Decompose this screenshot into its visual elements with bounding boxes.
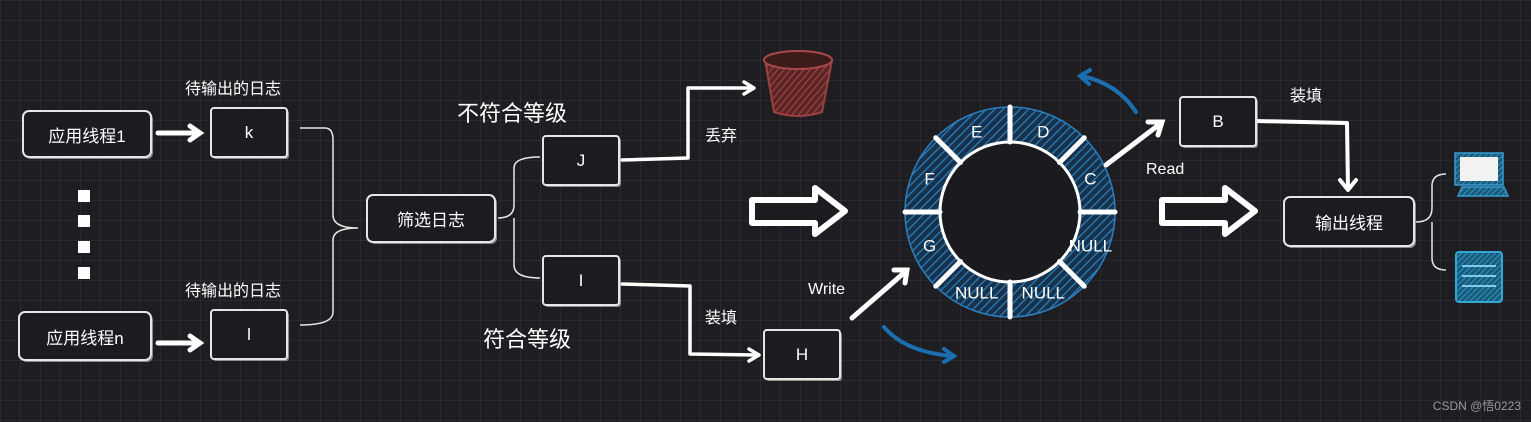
arrow-threadn-to-l (155, 333, 205, 353)
ring-divider (933, 258, 964, 289)
brace-logs-to-filter (299, 127, 359, 326)
ring-segment-label: D (1037, 123, 1049, 142)
read-label: Read (1146, 161, 1185, 178)
not-match-level-label: 不符合等级 (457, 101, 568, 126)
ellipsis-dot (78, 215, 90, 227)
output-thread-node: 输出线程 (1283, 196, 1415, 247)
rotation-arrow-bottom (882, 325, 958, 364)
b-node: B (1179, 96, 1257, 147)
watermark: CSDN @悟0223 (1432, 399, 1521, 413)
ellipsis-dot (78, 241, 90, 253)
ring-buffer (902, 104, 1118, 320)
discard-label: 丢弃 (705, 128, 738, 145)
h-node: H (763, 329, 841, 380)
ellipsis-dot (78, 267, 90, 279)
write-label: Write (808, 281, 846, 298)
ring-segment-label: NULL (1069, 236, 1112, 255)
ellipsis-dot (78, 190, 90, 202)
app-thread-1-node: 应用线程1 (22, 110, 152, 158)
ring-segment-label: E (971, 123, 982, 142)
monitor-icon (1454, 152, 1510, 197)
arrow-thread1-to-k (155, 123, 205, 143)
match-level-label: 符合等级 (483, 327, 572, 352)
brace-filter-to-ji (497, 156, 541, 279)
write-arrow (849, 267, 910, 321)
fill-label-lower: 装填 (705, 310, 738, 327)
ring-segment-label: F (924, 170, 934, 189)
ring-divider (1056, 258, 1087, 289)
i-node: I (542, 255, 620, 306)
read-arrow (1103, 119, 1166, 168)
rotation-arrow-top (1076, 68, 1138, 114)
ring-divider (1056, 135, 1087, 166)
arrow-b-to-output (1254, 119, 1358, 192)
file-icon (1455, 251, 1503, 303)
brace-output-to-devices (1415, 173, 1447, 271)
j-node: J (542, 135, 620, 186)
ring-segment-label: NULL (1022, 283, 1065, 302)
ring-divider (933, 135, 964, 166)
log-l-node: l (210, 309, 288, 360)
ring-segment-label: G (923, 236, 936, 255)
arrow-j-to-trash (620, 80, 756, 162)
fill-label-upper: 装填 (1290, 88, 1323, 105)
pending-log-label-bottom: 待输出的日志 (185, 283, 282, 300)
ring-segment-label: NULL (955, 283, 998, 302)
pending-log-label-top: 待输出的日志 (185, 81, 282, 98)
trash-bin-icon (763, 50, 834, 117)
big-arrow-to-output (1159, 185, 1258, 237)
app-thread-n-node: 应用线程n (18, 311, 152, 361)
filter-node: 筛选日志 (366, 194, 496, 243)
arrow-i-to-h (620, 282, 761, 363)
log-k-node: k (210, 107, 288, 158)
ring-segment-label: C (1084, 170, 1096, 189)
